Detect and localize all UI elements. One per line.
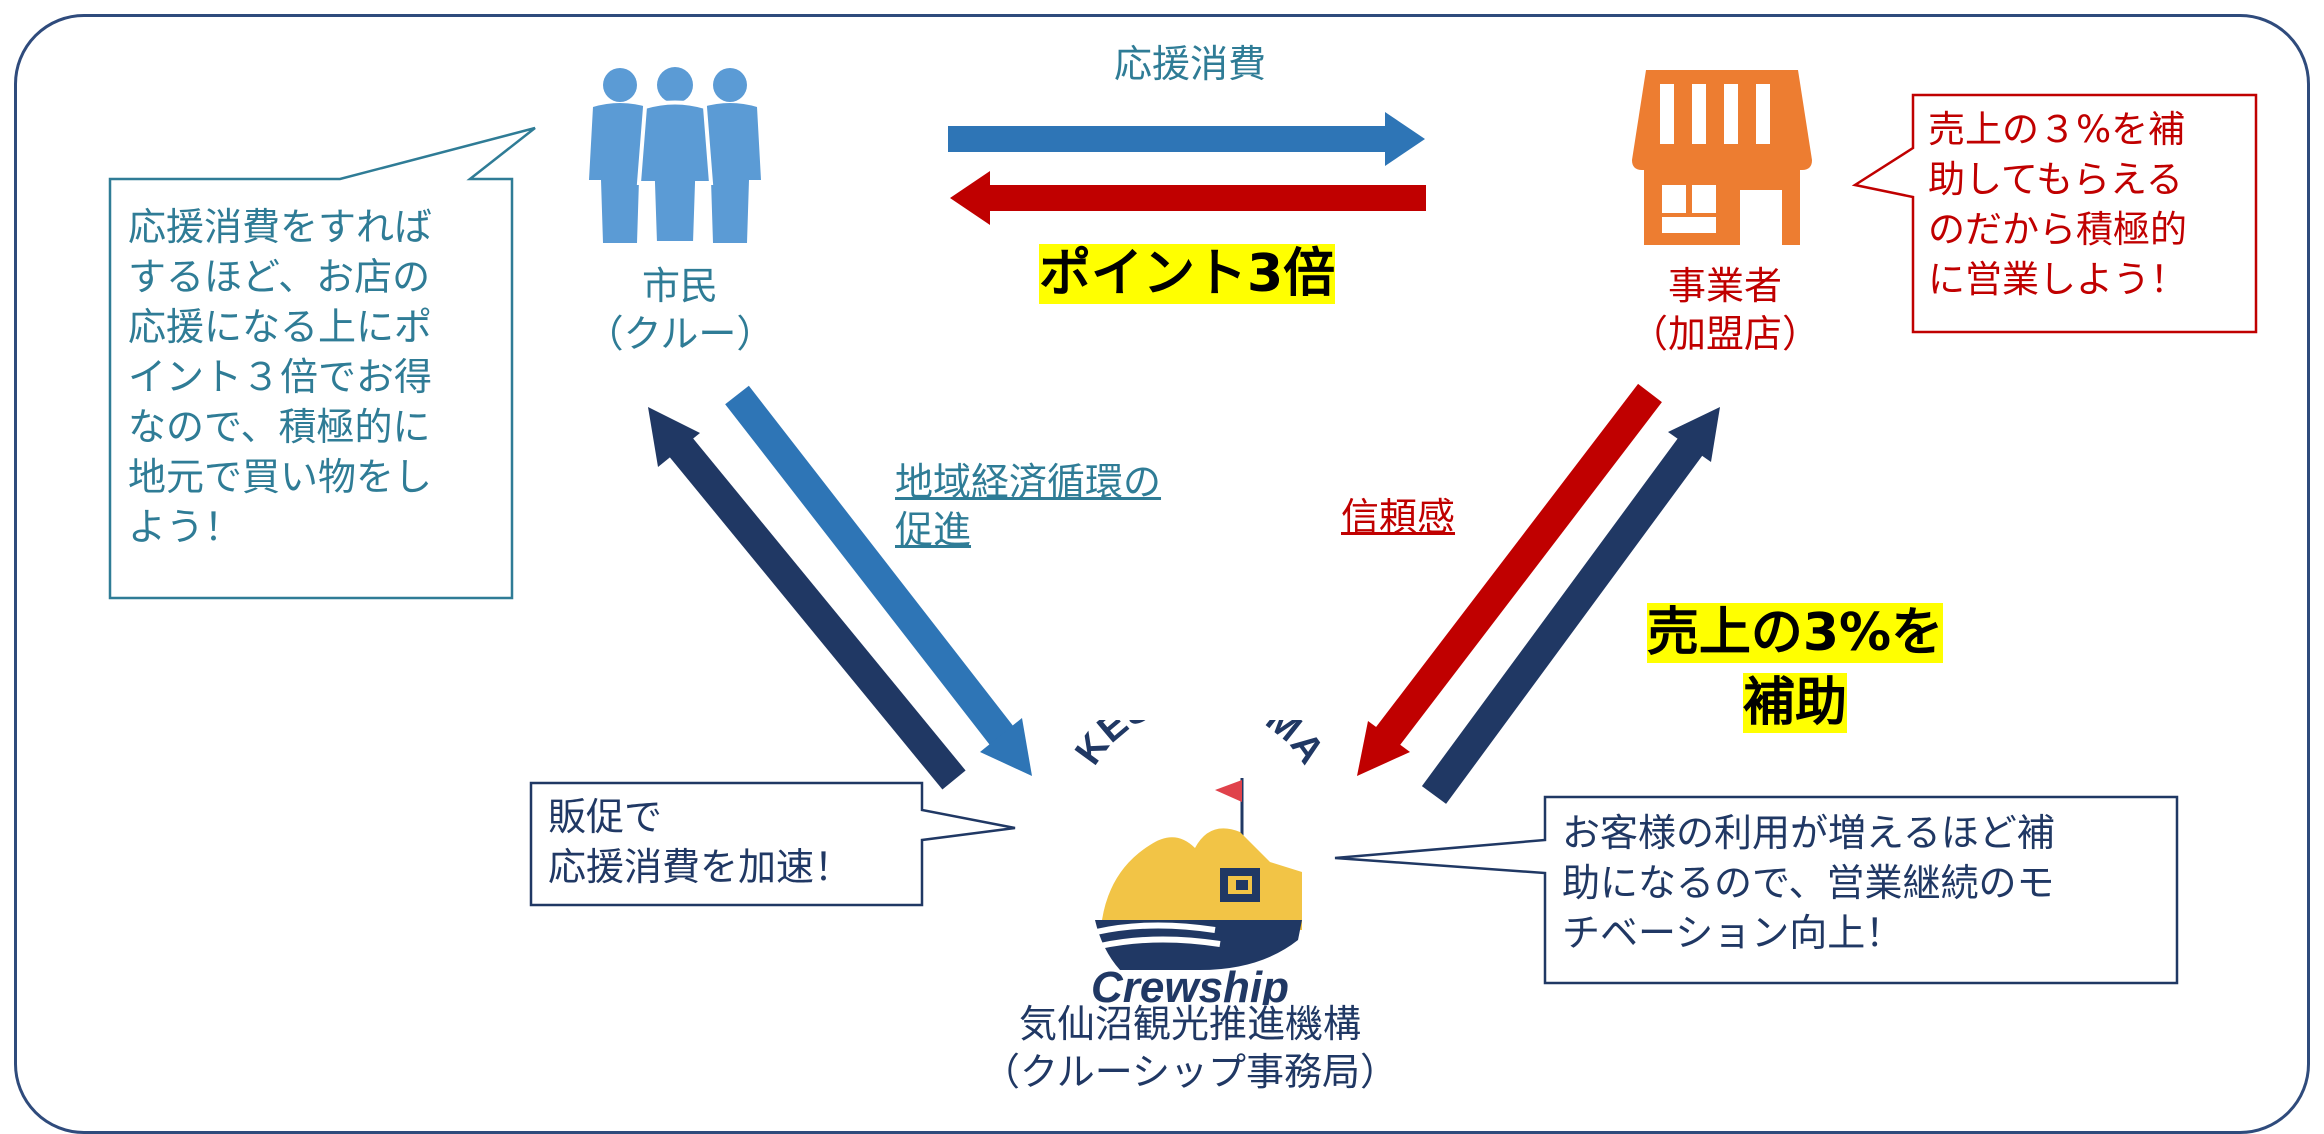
citizen-bubble-line: イント３倍でお得 (128, 355, 433, 399)
citizen-bubble-line: よう！ (128, 505, 243, 549)
business-bubble-outline (1851, 93, 2258, 334)
crewship-logo: KESENNUMA Crewship (1067, 720, 1332, 1005)
points-highlight-text: ポイント3倍 (1039, 244, 1336, 304)
storefront-icon (1632, 70, 1812, 245)
promo-bubble-line: 販促で (548, 795, 663, 839)
office-label: 気仙沼観光推進機構 （クルーシップ事務局） (980, 1000, 1400, 1096)
citizen-label-line2: （クルー） (585, 312, 775, 356)
business-bubble-line: 売上の３%を補 (1928, 108, 2186, 151)
promo-bubble-text: 販促で 応援消費を加速！ (548, 792, 913, 892)
arrow-citizen-to-business (948, 112, 1425, 166)
citizen-bubble-outline (108, 126, 536, 600)
people-icon (589, 67, 761, 245)
subsidy-highlight-line2: 補助 (1742, 673, 1847, 733)
customer-bubble-line: お客様の利用が増えるほど補 (1562, 811, 2055, 855)
promo-bubble-outline (529, 781, 1016, 907)
office-label-line1: 気仙沼観光推進機構 (1018, 1002, 1361, 1046)
regional-circulation-line1: 地域経済循環の (895, 460, 1162, 504)
customer-bubble-outline (1334, 795, 2179, 985)
subsidy-highlight-line1: 売上の3%を (1646, 603, 1944, 663)
customer-bubble-line: チベーション向上！ (1562, 911, 1904, 955)
citizen-bubble-line: するほど、お店の (128, 255, 431, 299)
arrow-office-to-citizen (648, 407, 966, 790)
business-bubble-line: のだから積極的 (1928, 208, 2187, 251)
regional-circulation-line2: 促進 (895, 508, 972, 552)
citizen-bubble-line: なので、積極的に (128, 405, 431, 449)
business-label: 事業者 （加盟店） (1630, 262, 1820, 358)
customer-bubble-text: お客様の利用が増えるほど補 助になるので、営業継続のモ チベーション向上！ (1562, 808, 2172, 958)
logo-arc-text: KESENNUMA (1067, 720, 1332, 772)
arrow-citizen-to-office (725, 385, 1032, 776)
citizen-bubble-line: 応援になる上にポ (128, 305, 433, 349)
promo-bubble-line: 応援消費を加速！ (548, 845, 853, 889)
business-label-line2: （加盟店） (1630, 312, 1821, 356)
arrow-business-to-citizen (950, 171, 1426, 225)
business-label-line1: 事業者 (1667, 264, 1782, 308)
citizen-label: 市民 （クルー） (580, 262, 780, 358)
trust-label: 信頼感 (1341, 495, 1456, 539)
business-bubble-line: に営業しよう！ (1928, 258, 2187, 301)
citizen-bubble-line: 応援消費をすれば (128, 205, 433, 249)
arrow-office-to-business (1421, 407, 1720, 804)
citizen-bubble-line: 地元で買い物をし (128, 455, 433, 499)
citizen-bubble-text: 応援消費をすれば するほど、お店の 応援になる上にポ イント３倍でお得 なので、… (128, 202, 503, 552)
business-bubble-line: 助してもらえる (1928, 158, 2183, 201)
points-highlight: ポイント3倍 (1035, 243, 1339, 305)
logo-brand-text: Crewship (1091, 963, 1289, 1005)
arrow-business-to-office (1357, 383, 1662, 776)
office-label-line2: （クルーシップ事務局） (981, 1050, 1399, 1094)
top-flow-label: 応援消費 (1113, 42, 1266, 86)
citizen-label-line1: 市民 (641, 264, 718, 308)
regional-circulation-label: 地域経済循環の 促進 (895, 458, 1225, 554)
subsidy-highlight: 売上の3%を 補助 (1635, 598, 1955, 738)
customer-bubble-line: 助になるので、営業継続のモ (1562, 861, 2055, 905)
business-bubble-text: 売上の３%を補 助してもらえる のだから積極的 に営業しよう！ (1928, 105, 2248, 305)
